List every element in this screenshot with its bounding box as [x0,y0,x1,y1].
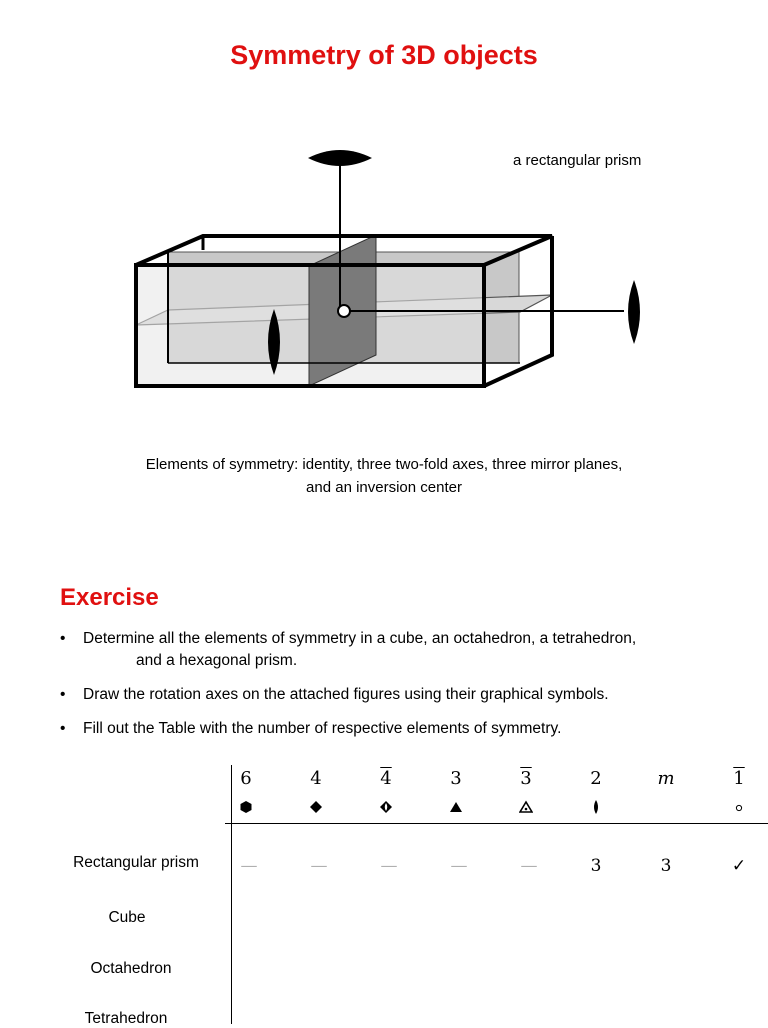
caption-line-1: Elements of symmetry: identity, three tw… [145,456,623,473]
bullet-line: Fill out the Table with the number of re… [83,720,562,737]
caption-line-2: and an inversion center [306,479,462,496]
bullet-continuation: and a hexagonal prism. [136,652,298,669]
bullet-line: Determine all the elements of symmetry i… [83,630,637,647]
table-cell: — [450,856,468,876]
column-header: 4 [310,768,322,789]
table-cell: — [240,856,258,876]
row-label: Rectangular prism [73,854,199,871]
bullet-line: Draw the rotation axes on the attached f… [83,686,609,703]
filled-triangle-icon [450,802,462,812]
exercise-list: Determine all the elements of symmetry i… [60,628,750,752]
rotoinversion-4-icon [380,801,392,813]
column-header: 3 [450,768,462,789]
column-header: 4 [380,768,392,789]
table-cell: 3 [590,856,602,876]
square-diamond-icon [310,801,322,813]
table-cell: — [310,856,328,876]
column-header: 6 [240,768,252,789]
page-title: Symmetry of 3D objects [230,40,538,70]
list-item: Draw the rotation axes on the attached f… [60,684,750,706]
column-header: m [657,768,675,789]
figure-label: a rectangular prism [513,152,642,169]
row-label: Octahedron [90,960,172,977]
symmetry-table: 6 4 4 3 3 2 m 1 Rectangular prism Cube O… [0,760,768,1027]
table-cell: 3 [660,856,672,876]
table-cell: — [380,856,398,876]
table-divider-horizontal [225,823,768,824]
exercise-heading: Exercise [60,584,159,611]
row-label: Cube [108,909,146,926]
column-header: 2 [590,768,602,789]
list-item: Determine all the elements of symmetry i… [60,628,750,672]
table-cell: — [520,856,538,876]
hexagon-icon [240,801,252,813]
column-header: 1 [733,768,745,789]
table-divider-vertical [231,765,232,1024]
small-circle-icon [735,804,743,812]
row-label: Tetrahedron [84,1010,168,1027]
rotoinversion-3-icon [519,800,533,813]
column-header: 3 [520,768,532,789]
rectangular-prism-figure [134,150,640,388]
list-item: Fill out the Table with the number of re… [60,718,750,740]
lens-icon [594,800,598,814]
figure-caption: Elements of symmetry: identity, three tw… [80,453,688,499]
table-cell: ✓ [731,856,747,876]
